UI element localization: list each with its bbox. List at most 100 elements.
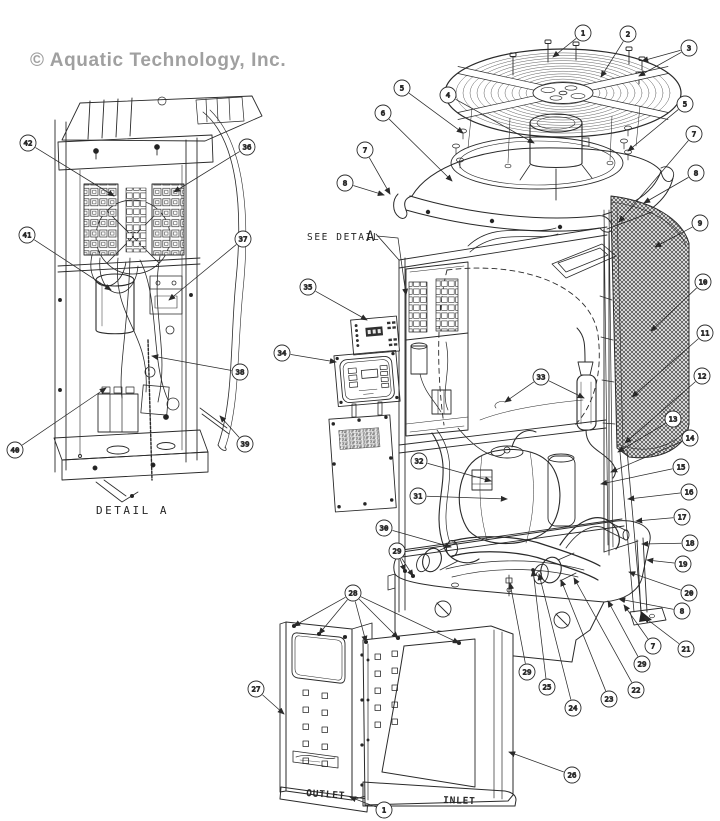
callout-37: 37	[168, 230, 252, 301]
inlet-kick	[362, 781, 517, 807]
relay-box	[149, 275, 183, 335]
callout-number: 22	[632, 686, 641, 695]
watermark-text: © Aquatic Technology, Inc.	[30, 50, 286, 71]
screw	[544, 39, 552, 63]
callout-18: 18	[641, 534, 699, 552]
detail-base	[53, 429, 209, 503]
callout-15: 15	[600, 458, 690, 486]
coil-support-channel	[619, 449, 642, 613]
callout-number: 5	[683, 100, 687, 109]
callout-number: 5	[400, 84, 404, 93]
callout-29: 29	[388, 542, 414, 577]
callout-1: 1	[552, 24, 592, 58]
bezel-standoff	[377, 401, 383, 416]
callout-number: 37	[239, 235, 248, 244]
callout-8: 8	[618, 597, 691, 620]
terminal-blocks	[83, 183, 185, 256]
screw	[638, 56, 646, 71]
wing-bolt	[459, 128, 467, 140]
callout-number: 13	[669, 415, 678, 424]
detail-roof	[61, 95, 263, 142]
callout-8: 8	[336, 174, 385, 197]
callout-17: 17	[635, 508, 691, 526]
callout-number: 24	[569, 704, 578, 713]
chassis-frame	[375, 211, 653, 613]
callout-number: 12	[698, 372, 707, 381]
instruction-label	[338, 427, 381, 450]
detail-a-view	[53, 95, 263, 503]
callout-number: 31	[414, 492, 423, 501]
callout-11: 11	[631, 324, 714, 398]
callout-number: 7	[363, 146, 367, 155]
inlet-door	[381, 638, 476, 788]
filter-drier	[576, 327, 616, 479]
callout-number: 10	[699, 278, 708, 287]
callout-26: 26	[508, 751, 581, 784]
wing-bolt	[620, 138, 628, 150]
callout-7: 7	[623, 604, 662, 655]
callout-number: 33	[537, 373, 546, 382]
brand-plate	[292, 750, 339, 769]
evaporator-coil	[599, 195, 690, 459]
fan-guard	[444, 48, 682, 138]
callout-number: 9	[698, 219, 702, 228]
callout-number: 8	[694, 169, 698, 178]
bolt	[504, 163, 512, 169]
compressor	[458, 430, 561, 545]
callout-number: 14	[686, 434, 695, 443]
callout-number: 27	[252, 685, 261, 694]
callout-42: 42	[19, 134, 115, 197]
water-manifold	[402, 517, 630, 597]
callout-6: 6	[374, 104, 453, 182]
see-detail-label: SEE DETAIL	[307, 232, 380, 243]
callout-13: 13	[617, 410, 682, 453]
callout-number: 41	[23, 231, 32, 240]
control-board	[350, 315, 400, 356]
callout-25: 25	[530, 569, 556, 696]
callout-number: 30	[380, 524, 389, 533]
callout-7: 7	[356, 141, 391, 195]
callout-20: 20	[628, 571, 698, 602]
callout-number: 40	[11, 446, 20, 455]
capacitor-small	[410, 342, 428, 375]
callout-number: 39	[241, 440, 250, 449]
contactor	[97, 386, 139, 433]
front-panel-outlet	[279, 621, 373, 813]
pressure-switch	[140, 366, 230, 435]
elbow-pipe	[559, 517, 630, 550]
callout-7: 7	[618, 125, 703, 223]
callout-number: 20	[685, 589, 694, 598]
screw	[572, 41, 580, 61]
callout-number: 35	[304, 283, 313, 292]
wiring-harness	[431, 399, 584, 564]
detail-wiring	[90, 254, 169, 481]
callout-23: 23	[560, 579, 618, 708]
callout-number: 11	[701, 329, 710, 338]
callout-number: 26	[568, 771, 577, 780]
callout-number: 28	[349, 589, 358, 598]
fan-motor	[519, 113, 593, 201]
callout-number: 29	[523, 668, 532, 677]
callout-12: 12	[624, 367, 711, 444]
callout-39: 39	[219, 415, 254, 453]
fan-hub	[532, 82, 594, 104]
cover-drape	[202, 109, 247, 451]
access-panel	[328, 414, 397, 513]
callout-number: 17	[678, 513, 687, 522]
callout-number: 38	[236, 368, 245, 377]
callout-36: 36	[173, 138, 256, 193]
callout-number: 15	[677, 463, 686, 472]
callout-number: 23	[605, 695, 614, 704]
callout-number: 16	[685, 488, 694, 497]
callout-4: 4	[439, 86, 535, 144]
coil-header-pipes	[603, 209, 614, 548]
callout-29: 29	[607, 600, 651, 673]
detail-a-label: DETAIL A	[96, 504, 169, 517]
led-display	[365, 326, 384, 337]
outlet-window	[291, 632, 346, 684]
callout-34: 34	[273, 344, 337, 364]
drain-hole	[434, 600, 452, 618]
callout-1: 1	[349, 796, 393, 819]
callout-9: 9	[654, 214, 709, 248]
